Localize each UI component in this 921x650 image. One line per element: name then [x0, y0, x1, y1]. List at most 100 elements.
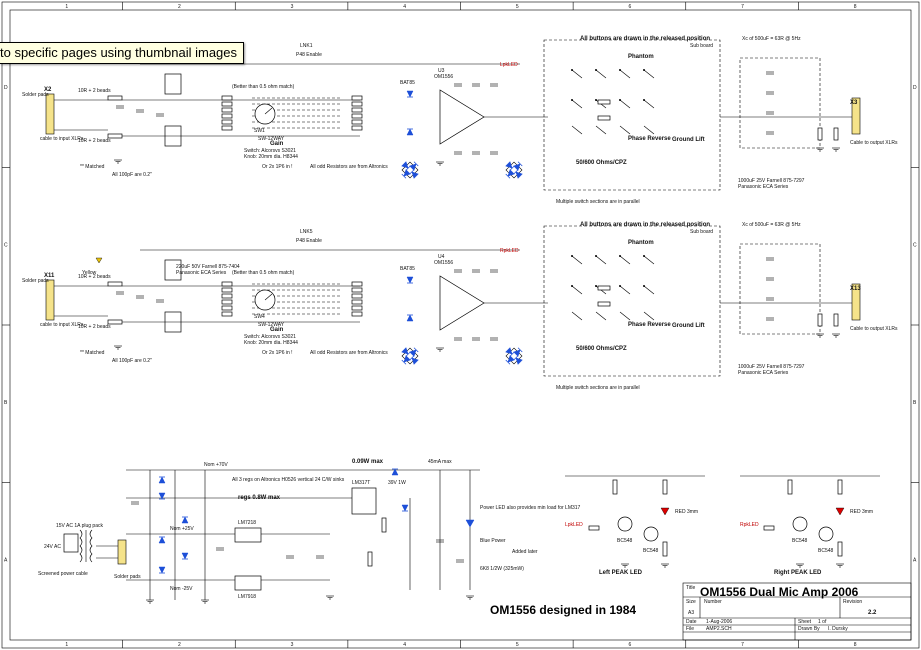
- altronics-note: All odd Resistors are from Altronics: [310, 164, 388, 170]
- resistor: [787, 479, 793, 495]
- regulator-pos-label: LM7218: [238, 520, 256, 526]
- diode: [409, 347, 419, 357]
- resistor: [837, 479, 843, 495]
- grid-col-label: 5: [516, 642, 519, 648]
- grid-col-label: 3: [291, 4, 294, 10]
- regulator-neg-label: LM7918: [238, 594, 256, 600]
- panasonic-note: Panasonic ECA Series: [176, 270, 227, 276]
- resistor: [597, 301, 611, 307]
- diode: [409, 169, 419, 179]
- diode-label: BAT85: [400, 80, 415, 86]
- output-cable-note: Cable to output XLRs: [850, 326, 898, 332]
- date-label: Date: [686, 619, 697, 625]
- grid-col-label: 4: [403, 4, 406, 10]
- resistor: [107, 319, 123, 325]
- title-block: Title OM1556 Dual Mic Amp 2006 Size A3 N…: [682, 582, 912, 641]
- size-value: A3: [688, 610, 694, 616]
- grid-col-label: 5: [516, 4, 519, 10]
- peak-circuit-title: Right PEAK LED: [774, 570, 822, 576]
- input-connector-label: X2: [44, 87, 52, 93]
- resistor: [833, 127, 839, 141]
- switch-ref: SW4: [254, 314, 265, 320]
- resistor: [221, 293, 233, 299]
- grid-col-label: 8: [854, 4, 857, 10]
- lm317-label: LM317T: [352, 480, 370, 486]
- ic-opamp: [439, 89, 485, 145]
- diode: [158, 492, 166, 500]
- diode: [409, 161, 419, 171]
- ground-symbol: [832, 333, 840, 338]
- diode: [401, 161, 411, 171]
- grid-row-label: D: [913, 85, 917, 91]
- diode: [158, 566, 166, 574]
- grid-col-label: 3: [291, 642, 294, 648]
- designed-note: OM1556 designed in 1984: [490, 603, 636, 617]
- diode: [513, 161, 523, 171]
- diode: [401, 355, 411, 365]
- ground-symbol: [146, 599, 154, 604]
- resistor: [381, 517, 387, 533]
- ic-ref: U4: [438, 254, 445, 260]
- ac-input-label: 15V AC 1A plug pack: [56, 523, 103, 529]
- grid-col-label: 4: [403, 642, 406, 648]
- transformer-symbol: [63, 533, 79, 553]
- resistor: [351, 101, 363, 107]
- zener-label: 39V 1W: [388, 480, 406, 486]
- output-cap-note: 1000uF 25V Farnell 875-7297: [738, 178, 805, 184]
- added-later-label: Added later: [512, 549, 538, 555]
- grid-col-label: 7: [741, 642, 744, 648]
- diode: [406, 90, 414, 98]
- electrolytic-cap: [164, 259, 182, 281]
- ground-symbol: [661, 563, 669, 568]
- resistor: [107, 133, 123, 139]
- yellow-led-label: Yellow: [82, 270, 97, 276]
- resistor: [221, 299, 233, 305]
- resistor: [662, 541, 668, 557]
- led-note: Power LED also provides min load for LM3…: [480, 505, 581, 511]
- resistor: [817, 127, 823, 141]
- resistor: [597, 115, 611, 121]
- diode: [513, 347, 523, 357]
- resistor: [351, 113, 363, 119]
- resistor: [221, 107, 233, 113]
- regulator-neg: [234, 575, 262, 591]
- resistor: [221, 311, 233, 317]
- ground-lift-label: Ground Lift: [672, 323, 705, 329]
- resistor: [763, 525, 775, 531]
- resistor: [221, 287, 233, 293]
- switch-note: Switch: Alcorsvs S3021: [244, 334, 296, 340]
- resistor: [221, 101, 233, 107]
- ground-symbol: [201, 599, 209, 604]
- alt-note: Or 2x 1P6 in !: [262, 350, 293, 356]
- revision-label: Revision: [843, 599, 862, 605]
- nom-neg25-label: Nom -25V: [170, 586, 193, 592]
- resistor: [833, 313, 839, 327]
- all-100pf-note: All 100pF are 0.2": [112, 358, 152, 364]
- transistor-label: BC548: [818, 548, 834, 554]
- sub-board-outline: [543, 225, 721, 377]
- grid-col-label: 6: [628, 642, 631, 648]
- power-cable-label: Screened power cable: [38, 571, 88, 577]
- output-cap-box: [739, 57, 821, 149]
- nom-pos25-label: Nom +25V: [170, 526, 194, 532]
- ground-symbol: [621, 563, 629, 568]
- grid-row-label: C: [4, 242, 8, 248]
- beads-label: 10R + 2 beads: [78, 88, 111, 94]
- ground-symbol: [796, 563, 804, 568]
- led-part-label: RED 3mm: [675, 509, 698, 515]
- diode: [406, 314, 414, 322]
- drawn-value: I. Dursky: [828, 626, 848, 632]
- link-note: P48 Enable: [296, 52, 322, 58]
- peak-input-label: RpkLED: [740, 522, 759, 528]
- output-cap-note: 1000uF 25V Farnell 875-7297: [738, 364, 805, 370]
- input-connector: [45, 93, 55, 135]
- output-cap-box: [739, 243, 821, 335]
- resistor: [107, 281, 123, 287]
- diode: [401, 169, 411, 179]
- resistor: [351, 119, 363, 125]
- input-connector: [45, 279, 55, 321]
- ground-symbol: [816, 333, 824, 338]
- ohms-note: 50/600 Ohms/CPZ: [576, 160, 627, 166]
